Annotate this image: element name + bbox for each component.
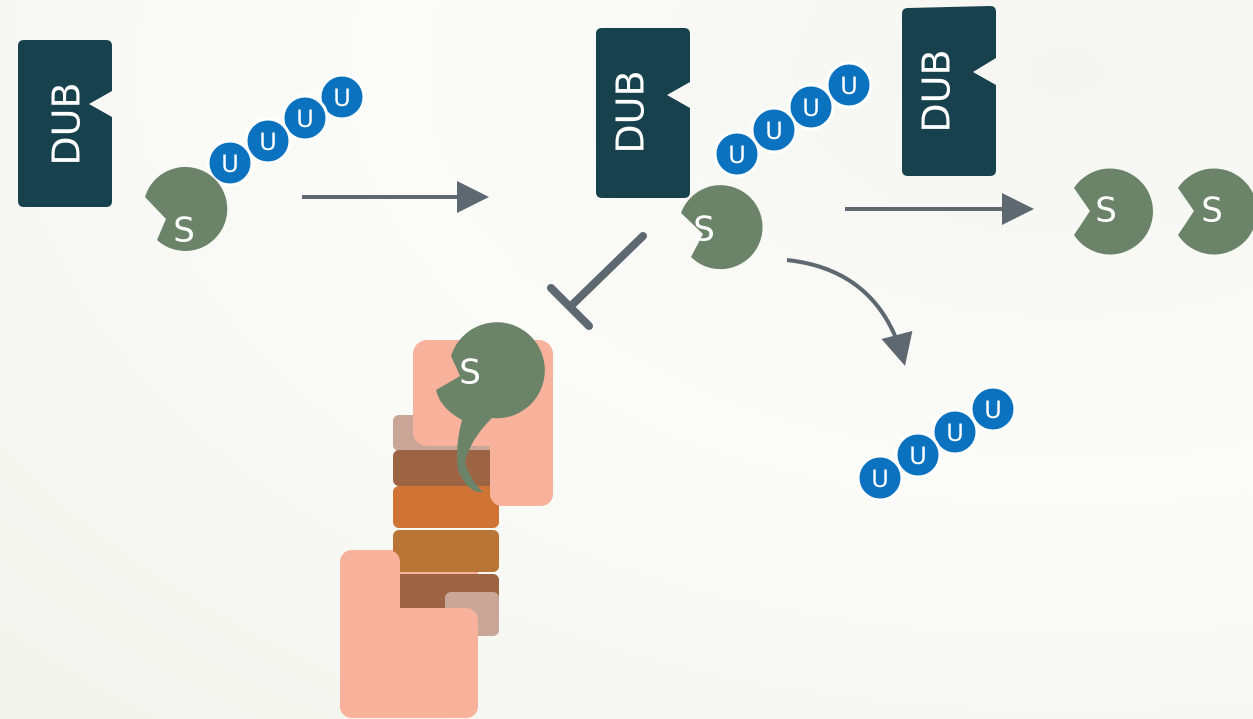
ubiquitin-2a: U [825, 61, 873, 109]
dub-label-2: DUB [609, 70, 653, 153]
svg-text:S: S [1095, 191, 1117, 231]
ubiquitin-1a: U [318, 73, 366, 121]
substrate-2: S [681, 185, 763, 270]
svg-text:U: U [946, 419, 964, 447]
svg-text:U: U [221, 150, 239, 178]
svg-text:U: U [259, 128, 277, 156]
svg-text:U: U [802, 94, 820, 122]
inhibition-bar-icon [547, 232, 647, 330]
dub-label-1: DUB [45, 82, 89, 165]
ubiquitin-2b: U [787, 83, 835, 131]
svg-text:S: S [459, 353, 481, 393]
svg-text:U: U [840, 72, 858, 100]
svg-text:U: U [984, 396, 1002, 424]
svg-text:U: U [909, 442, 927, 470]
svg-text:S: S [693, 210, 715, 250]
ubiquitin-chain-1: U U U U [206, 73, 366, 187]
dub-block-2: DUB [596, 28, 690, 198]
dub-block-3: DUB [902, 6, 996, 176]
ubiquitin-2c: U [750, 106, 798, 154]
svg-text:U: U [871, 465, 889, 493]
ubiquitin-1d: U [206, 139, 254, 187]
ubiquitin-3b: U [931, 408, 979, 456]
ubiquitin-1b: U [281, 94, 329, 142]
ubiquitin-2d: U [713, 130, 761, 178]
substrate-free-1: S [1074, 168, 1154, 255]
svg-text:U: U [333, 84, 351, 112]
substrate-free-2: S [1178, 168, 1253, 255]
ubiquitin-3a: U [969, 385, 1017, 433]
svg-text:S: S [1201, 191, 1223, 231]
svg-text:U: U [296, 105, 314, 133]
substrate-degrading: S [436, 322, 545, 493]
ubiquitin-1c: U [244, 117, 292, 165]
curved-arrow [786, 258, 913, 366]
ubiquitin-chain-free: U U U U [856, 385, 1017, 502]
svg-text:U: U [765, 117, 783, 145]
ubiquitin-3d: U [856, 454, 904, 502]
svg-text:S: S [173, 211, 195, 251]
ubiquitin-3c: U [894, 431, 942, 479]
dub-label-3: DUB [915, 49, 959, 132]
svg-text:U: U [728, 141, 746, 169]
substrate-1: S [145, 166, 228, 251]
ubiquitin-chain-2: U U U U [713, 61, 873, 178]
dub-block-1: DUB [18, 40, 112, 207]
